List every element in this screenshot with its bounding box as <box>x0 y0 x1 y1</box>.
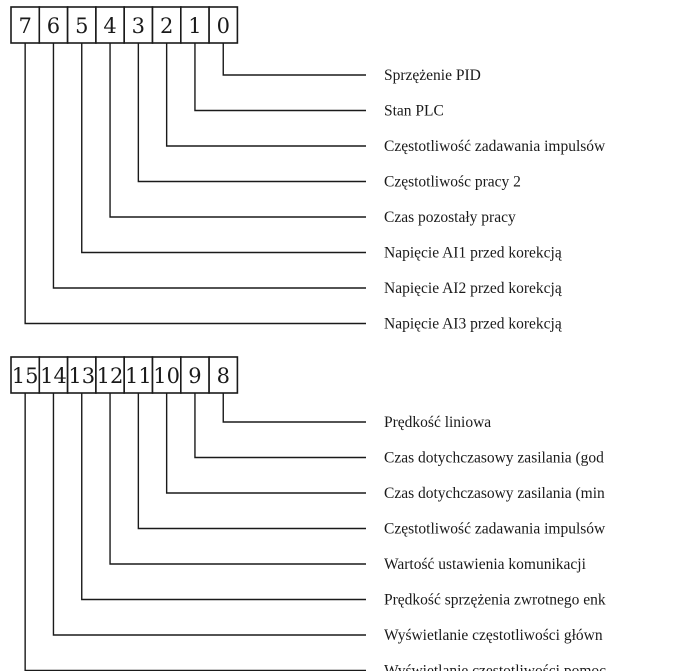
bit-description: Stan PLC <box>384 103 444 120</box>
bit-number: 0 <box>217 14 230 38</box>
bit-description: Sprzężenie PID <box>384 67 481 84</box>
leader-line <box>194 393 366 459</box>
bit-number: 2 <box>160 14 173 38</box>
bit-description: Czas dotychczasowy zasilania (min <box>384 485 605 502</box>
bit-number: 12 <box>97 364 124 388</box>
bit-description: Częstotliwość zadawania impulsów <box>384 521 606 538</box>
leader-line <box>109 393 366 565</box>
leader-line <box>52 43 366 289</box>
bit-cell <box>208 6 239 44</box>
bit-description: Czas dotychczasowy zasilania (god <box>384 450 604 467</box>
bit-number: 10 <box>153 364 180 388</box>
leader-line <box>81 393 366 601</box>
bit-description: Wartość ustawienia komunikacji <box>384 556 587 573</box>
leader-line <box>222 393 366 423</box>
bit-number: 11 <box>125 364 152 388</box>
leader-line <box>52 393 366 636</box>
bit-number: 7 <box>18 14 31 38</box>
bit-number: 3 <box>132 14 145 38</box>
bit-description: Częstotliwość zadawania impulsów <box>384 138 606 155</box>
leader-line <box>109 43 366 218</box>
bit-description: Napięcie AI2 przed korekcją <box>384 280 563 297</box>
bit-description: Prędkość liniowa <box>384 414 491 431</box>
leader-line <box>165 393 366 494</box>
bit-number: 9 <box>188 364 201 388</box>
bit-description: Napięcie AI3 przed korekcją <box>384 316 563 333</box>
leader-line <box>137 43 366 183</box>
bit-number: 8 <box>217 364 230 388</box>
leader-line <box>222 43 366 76</box>
leader-line <box>194 43 366 112</box>
bit-description: Napięcie AI1 przed korekcją <box>384 245 563 262</box>
bit-description: Częstotliwośc pracy 2 <box>384 174 521 191</box>
leader-line <box>165 43 366 147</box>
bit-cell <box>180 356 210 394</box>
bit-description: Wyświetlanie częstotliwości główn <box>384 627 603 644</box>
bit-description: Prędkość sprzężenia zwrotnego enk <box>384 592 606 609</box>
bit-number: 15 <box>12 364 39 388</box>
bit-number: 14 <box>40 364 67 388</box>
bit-number: 4 <box>103 14 116 38</box>
bit-cell <box>151 356 182 394</box>
bit-description: Wyświetlanie częstotliwości pomoc <box>384 663 606 671</box>
bit-description: Czas pozostały pracy <box>384 209 516 226</box>
leader-line <box>137 393 366 530</box>
bit-number: 1 <box>188 14 201 38</box>
bit-number: 6 <box>47 14 60 38</box>
leader-line <box>24 43 366 325</box>
bit-number: 5 <box>75 14 88 38</box>
bit-number: 13 <box>68 364 95 388</box>
leader-line <box>81 43 366 254</box>
